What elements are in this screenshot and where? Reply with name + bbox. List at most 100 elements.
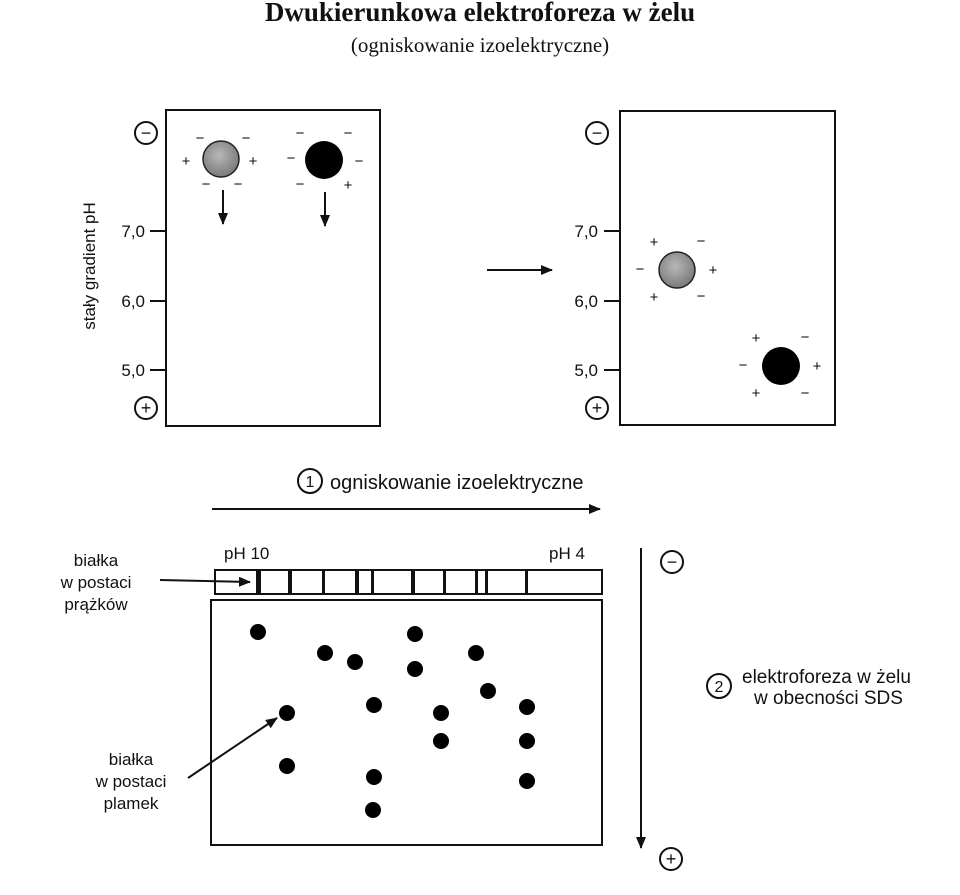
- tick-label: 5,0: [121, 361, 145, 380]
- protein-spot: [468, 645, 484, 661]
- step2-heading: 2 elektroforeza w żelu w obecności SDS: [706, 667, 911, 709]
- step2-label-line2: w obecności SDS: [753, 688, 903, 709]
- left-gel-box: [165, 109, 381, 427]
- svg-text:+: +: [666, 849, 677, 869]
- ief-strip: [214, 569, 603, 595]
- left-gel-panel: stały gradient pH − + 7,0 6,0 5,0 − − + …: [80, 109, 381, 427]
- svg-text:+: +: [813, 358, 822, 375]
- spots-label: białka w postaci plamek: [95, 717, 278, 813]
- right-gel-panel: − + 7,0 6,0 5,0 + − − + + − + −: [574, 110, 836, 426]
- protein-band: [355, 570, 359, 594]
- svg-text:−: −: [296, 176, 305, 193]
- svg-text:−: −: [202, 176, 211, 193]
- protein-spot: [433, 733, 449, 749]
- bottom-anode-plus: [659, 847, 683, 871]
- bands-label: białka w postaci prążków: [60, 551, 251, 614]
- step2-number: 2: [715, 679, 724, 696]
- protein-band: [288, 570, 292, 594]
- left-ph-ticks: 7,0 6,0 5,0: [121, 222, 166, 380]
- protein-band: [256, 570, 261, 594]
- tick-label: 6,0: [574, 292, 598, 311]
- svg-text:+: +: [249, 153, 258, 170]
- protein-spot: [366, 697, 382, 713]
- left-cathode-minus: −: [134, 121, 158, 145]
- svg-text:+: +: [650, 289, 659, 306]
- svg-text:+: +: [592, 398, 603, 418]
- svg-text:plamek: plamek: [104, 794, 159, 813]
- step2-label-line1: elektroforeza w żelu: [742, 667, 911, 688]
- protein-band: [322, 570, 325, 594]
- page-title: Dwukierunkowa elektroforeza w żelu: [264, 0, 696, 27]
- tick-label: 5,0: [574, 361, 598, 380]
- svg-text:−: −: [697, 233, 706, 250]
- svg-text:−: −: [296, 125, 305, 142]
- svg-text:−: −: [355, 153, 364, 170]
- step1-number: 1: [306, 474, 315, 491]
- svg-text:+: +: [650, 234, 659, 251]
- bands-pointer-arrow: [159, 576, 251, 587]
- svg-text:−: −: [344, 125, 353, 142]
- svg-text:+: +: [344, 177, 353, 194]
- protein-spot: [347, 654, 363, 670]
- protein-spot: [317, 645, 333, 661]
- svg-text:+: +: [182, 153, 191, 170]
- protein-band: [485, 570, 488, 594]
- svg-text:+: +: [752, 385, 761, 402]
- svg-text:−: −: [592, 123, 603, 143]
- ph-gradient-axis-label: stały gradient pH: [80, 202, 99, 330]
- tick-label: 7,0: [574, 222, 598, 241]
- protein-spot: [279, 758, 295, 774]
- protein-band: [525, 570, 528, 594]
- black-protein-start: − − − − − +: [287, 125, 364, 227]
- protein-spot: [366, 769, 382, 785]
- svg-text:w postaci: w postaci: [95, 772, 167, 791]
- protein-band: [411, 570, 415, 594]
- right-anode-plus: +: [585, 396, 609, 420]
- step2-number-badge: [706, 673, 732, 699]
- right-cathode-minus: −: [585, 121, 609, 145]
- svg-text:−: −: [667, 552, 678, 572]
- svg-text:−: −: [801, 385, 810, 402]
- svg-text:−: −: [196, 130, 205, 147]
- protein-spot: [519, 773, 535, 789]
- right-ph-ticks: 7,0 6,0 5,0: [574, 222, 620, 380]
- gray-protein-start: − − + + − −: [182, 130, 258, 225]
- protein-spot: [250, 624, 266, 640]
- step1-number-badge: [297, 468, 323, 494]
- svg-text:białka: białka: [74, 551, 119, 570]
- bottom-cathode-minus: [660, 550, 684, 574]
- svg-text:białka: białka: [109, 750, 154, 769]
- svg-text:+: +: [709, 262, 718, 279]
- ph-left-label: pH 10: [224, 544, 269, 563]
- page-subtitle: (ogniskowanie izoelektryczne): [350, 33, 610, 57]
- svg-text:−: −: [636, 261, 645, 278]
- protein-spot: [433, 705, 449, 721]
- svg-text:+: +: [752, 330, 761, 347]
- spots-pointer-arrow: [187, 717, 278, 779]
- step1-label: ogniskowanie izoelektryczne: [330, 472, 583, 494]
- svg-text:+: +: [141, 398, 152, 418]
- sds-direction: − +: [636, 548, 684, 871]
- protein-spot: [519, 699, 535, 715]
- right-gel-box: [619, 110, 836, 426]
- svg-text:−: −: [739, 357, 748, 374]
- svg-text:−: −: [287, 150, 296, 167]
- svg-text:−: −: [141, 123, 152, 143]
- protein-spot: [407, 626, 423, 642]
- protein-band: [443, 570, 446, 594]
- svg-text:−: −: [234, 176, 243, 193]
- protein-band: [475, 570, 478, 594]
- gray-protein-focused: + − − + + −: [636, 233, 718, 306]
- protein-spot: [407, 661, 423, 677]
- svg-text:w postaci: w postaci: [60, 573, 132, 592]
- svg-text:prążków: prążków: [64, 595, 128, 614]
- black-protein-focused: + − − + + −: [739, 329, 822, 402]
- step1-heading: 1 ogniskowanie izoelektryczne: [212, 468, 601, 514]
- tick-label: 6,0: [121, 292, 145, 311]
- protein-spot: [365, 802, 381, 818]
- svg-text:−: −: [697, 288, 706, 305]
- left-anode-plus: +: [134, 396, 158, 420]
- tick-label: 7,0: [121, 222, 145, 241]
- protein-spot: [480, 683, 496, 699]
